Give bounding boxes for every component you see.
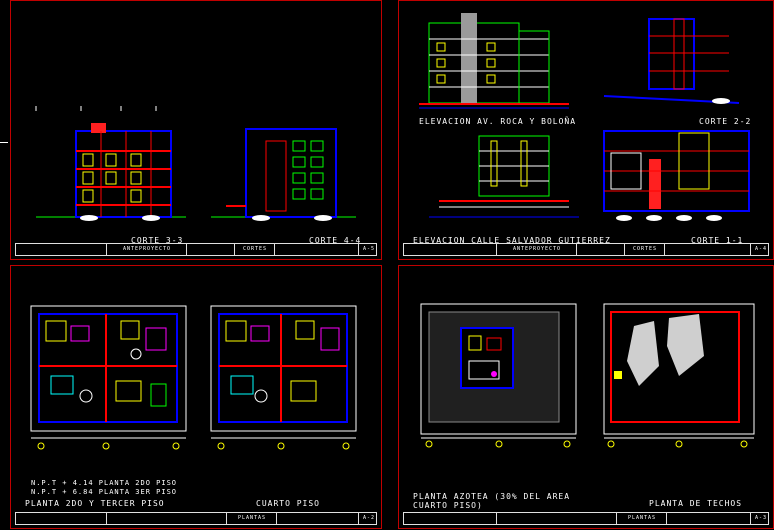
tb-blank3 (274, 244, 359, 255)
drawing-elevaciones (419, 13, 750, 221)
tb-project: ANTEPROYECTO (106, 244, 187, 255)
tb-blank (16, 513, 106, 524)
tb-blank3 (664, 244, 751, 255)
label-npt-3er: N.P.T + 6.84 PLANTA 3ER PISO (31, 488, 178, 496)
tb-number: A-5 (358, 244, 379, 255)
tb-blank (404, 244, 496, 255)
title-block: ANTEPROYECTO CORTES A-4 (403, 243, 769, 256)
sheet-elevaciones-a4[interactable]: ELEVACION AV. ROCA Y BOLOÑA CORTE 2-2 EL… (398, 0, 774, 260)
title-block: PLANTAS A-2 (15, 512, 377, 525)
tb-number: A-4 (750, 244, 771, 255)
tb-type: PLANTAS (226, 513, 277, 524)
sheet-cortes-a5[interactable]: CORTE 3-3 CORTE 4-4 ANTEPROYECTO CORTES … (10, 0, 382, 260)
planta-techos-drawing (603, 303, 755, 448)
corte-1-1-drawing (603, 130, 750, 221)
tb-blank (16, 244, 106, 255)
label-cuarto-piso: CUARTO PISO (256, 499, 320, 508)
tb-blank3 (666, 513, 751, 524)
drawing-plantas-c (30, 305, 357, 450)
planta-cuarto-drawing (210, 305, 357, 450)
tb-type: CORTES (234, 244, 275, 255)
tb-project: ANTEPROYECTO (496, 244, 577, 255)
label-corte-2-2: CORTE 2-2 (699, 117, 752, 126)
tb-blank2 (576, 244, 625, 255)
title-block: ANTEPROYECTO CORTES A-5 (15, 243, 377, 256)
tb-blank2 (496, 513, 617, 524)
sheet-plantas-a3[interactable]: PLANTA AZOTEA (30% DEL AREA CUARTO PISO)… (398, 265, 774, 529)
tb-blank2 (186, 244, 235, 255)
drawing-plantas-d (420, 303, 755, 448)
crosshair-cursor (0, 142, 8, 143)
tb-number: A-2 (358, 513, 379, 524)
tb-blank3 (276, 513, 359, 524)
corte-2-2-drawing (603, 18, 740, 104)
label-elevacion-salvador: ELEVACION CALLE SALVADOR GUTIERREZ (413, 236, 611, 245)
tb-blank2 (106, 513, 227, 524)
elevacion-roca-drawing (419, 13, 569, 109)
drawing-cortes (35, 106, 356, 221)
tb-blank (404, 513, 496, 524)
label-planta-2do-tercer: PLANTA 2DO Y TERCER PISO (25, 499, 165, 508)
sheet-plantas-a2[interactable]: N.P.T + 4.14 PLANTA 2DO PISO N.P.T + 6.8… (10, 265, 382, 529)
label-planta-azotea: PLANTA AZOTEA (30% DEL AREA (413, 492, 571, 501)
label-corte-3-3: CORTE 3-3 (131, 236, 184, 245)
label-planta-azotea-2: CUARTO PISO) (413, 501, 483, 510)
tb-type: PLANTAS (616, 513, 667, 524)
corte-3-3-drawing (35, 106, 186, 221)
label-elevacion-roca: ELEVACION AV. ROCA Y BOLOÑA (419, 117, 577, 126)
planta-2do-tercer-drawing (30, 305, 187, 450)
label-planta-techos: PLANTA DE TECHOS (649, 499, 743, 508)
tb-type: CORTES (624, 244, 665, 255)
planta-azotea-drawing (420, 303, 577, 448)
label-npt-2do: N.P.T + 4.14 PLANTA 2DO PISO (31, 479, 178, 487)
label-corte-4-4: CORTE 4-4 (309, 236, 362, 245)
label-corte-1-1: CORTE 1-1 (691, 236, 744, 245)
elevacion-salvador-drawing (429, 135, 579, 218)
title-block: PLANTAS A-3 (403, 512, 769, 525)
tb-number: A-3 (750, 513, 771, 524)
corte-4-4-drawing (211, 128, 356, 221)
